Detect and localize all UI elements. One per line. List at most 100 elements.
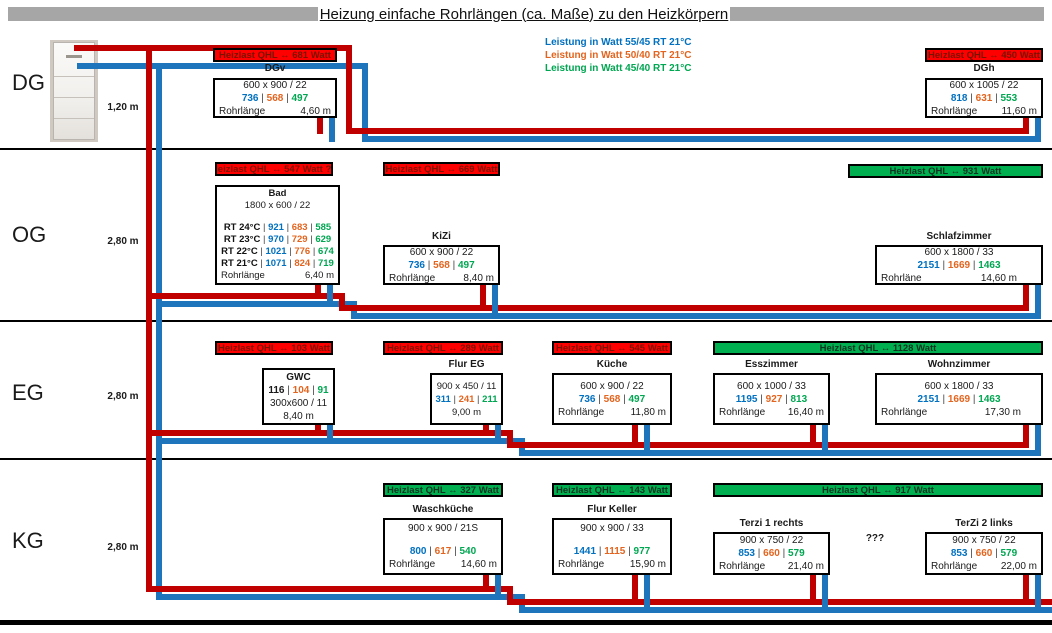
radiator-name-terzi1: Terzi 1 rechts bbox=[739, 518, 804, 529]
return-pipe-og-2 bbox=[351, 313, 1041, 319]
radiator-size: 600 x 1000 / 33 bbox=[737, 380, 806, 392]
supply-stub-flur-keller bbox=[632, 575, 638, 605]
legend-item-5545: Leistung in Watt 55/45 RT 21°C bbox=[545, 37, 692, 48]
radiator-watts: 736568497 bbox=[215, 92, 335, 105]
return-pipe-boiler bbox=[77, 63, 368, 69]
rt-row-21: RT 21°C1071824719 bbox=[217, 258, 338, 270]
radiator-name-kizi: KiZi bbox=[432, 231, 451, 242]
watt-4540: 674 bbox=[310, 246, 334, 257]
watt-5040: 568 bbox=[259, 93, 284, 104]
pipe-length-label: Rohrlänge bbox=[389, 272, 436, 284]
radiator-size: 900 x 900 / 21S bbox=[407, 523, 479, 534]
heizlast-badge-flur-keller: Heizlast QHL ↔ 143 Watt bbox=[552, 483, 672, 497]
watt-5040: 824 bbox=[287, 258, 311, 269]
boiler-seam bbox=[54, 96, 94, 98]
spacer bbox=[554, 535, 670, 545]
floor-separator-dg-og bbox=[0, 148, 1052, 150]
radiator-watts: 853660579 bbox=[927, 547, 1041, 560]
return-pipe-og-1 bbox=[156, 301, 357, 307]
watt-5545: 736 bbox=[408, 259, 425, 271]
watt-4540: 91 bbox=[309, 385, 328, 396]
watt-5040: 1669 bbox=[940, 260, 970, 271]
pipe-length-value: 17,30 m bbox=[984, 406, 1021, 418]
pipe-length-value: 14,60 m bbox=[980, 272, 1017, 284]
supply-step-kg bbox=[507, 586, 513, 605]
supply-pipe-og-1 bbox=[146, 293, 345, 299]
supply-pipe-dg-drop bbox=[346, 45, 352, 134]
radiator-name-kueche: Küche bbox=[596, 359, 628, 370]
return-stub-kueche bbox=[644, 425, 650, 456]
supply-stub-kueche bbox=[632, 425, 638, 448]
radiator-size: 600 x 900 / 22 bbox=[580, 380, 644, 392]
supply-stub-wohnzimmer bbox=[1023, 425, 1029, 448]
radiator-box-waschkueche: 900 x 900 / 21S 800617540 Rohrlänge14,60… bbox=[383, 518, 503, 575]
watt-5545: 1021 bbox=[258, 246, 287, 257]
watt-4540: 579 bbox=[992, 548, 1017, 559]
pipe-length-label: Rohrlänge bbox=[389, 559, 436, 570]
return-stub-dgh bbox=[1035, 118, 1041, 142]
radiator-size: 600 x 1800 / 33 bbox=[924, 246, 994, 258]
watt-5040: 568 bbox=[425, 260, 450, 271]
watt-4540: 585 bbox=[308, 222, 332, 233]
watt-4540: 211 bbox=[474, 394, 497, 405]
floor-label-og: OG bbox=[12, 222, 47, 247]
pipe-length-value: 9,00 m bbox=[451, 406, 482, 418]
boiler-seam bbox=[54, 75, 94, 77]
supply-stub-dgv bbox=[317, 118, 323, 134]
radiator-size: 900 x 900 / 33 bbox=[580, 523, 644, 534]
radiator-box-flur-eg: 900 x 450 / 11 311241211 9,00 m bbox=[430, 373, 503, 425]
radiator-box-kueche: 600 x 900 / 22 736568497 Rohrlänge11,80 … bbox=[552, 373, 672, 425]
floor-separator-og-eg bbox=[0, 320, 1052, 322]
radiator-name-terzi2: TerZi 2 links bbox=[955, 518, 1013, 529]
pipe-length-value: 15,90 m bbox=[629, 559, 666, 570]
heizlast-badge-dgv: Heizlast QHL ↔ 681 Watt bbox=[213, 48, 337, 62]
radiator-box-terzi1: 900 x 750 / 22 853660579 Rohrlänge21,40 … bbox=[713, 532, 830, 575]
return-stub-terzi2 bbox=[1035, 575, 1041, 613]
radiator-size: 300x600 / 11 bbox=[269, 397, 328, 409]
radiator-watts: 215116691463 bbox=[877, 393, 1041, 406]
watt-4540: 1463 bbox=[970, 394, 1000, 405]
pipe-length-label: Rohrlänge bbox=[558, 406, 605, 418]
radiator-size: 600 x 1005 / 22 bbox=[949, 79, 1019, 91]
radiator-watts: 215116691463 bbox=[877, 259, 1041, 272]
page-title: Heizung einfache Rohrlängen (ca. Maße) z… bbox=[319, 5, 729, 23]
pipe-length-label: Rohrlänge bbox=[219, 105, 266, 117]
watt-5040: 241 bbox=[451, 394, 475, 405]
watt-4540: 553 bbox=[992, 93, 1017, 104]
watt-4540: 579 bbox=[780, 548, 805, 559]
watt-5545: 311 bbox=[435, 393, 451, 405]
watt-5545: 921 bbox=[260, 222, 284, 233]
pipe-length-value: 8,40 m bbox=[283, 410, 314, 422]
rt-label: RT 21°C bbox=[221, 258, 258, 269]
pipe-length-value: 6,40 m bbox=[304, 270, 334, 281]
heizlast-badge-kizi: Heizlast QHL ↔ 669 Watt bbox=[383, 162, 500, 176]
radiator-box-schlafzimmer: 600 x 1800 / 33 215116691463 Rohrläne14,… bbox=[875, 245, 1043, 285]
watt-4540: 813 bbox=[782, 394, 807, 405]
pipe-length-value: 21,40 m bbox=[787, 561, 824, 572]
heizlast-badge-waschkueche: Heizlast QHL ↔ 327 Watt bbox=[383, 483, 503, 497]
supply-stub-flur-eg bbox=[483, 425, 489, 436]
heizlast-badge-esszimmer-wohnzimmer: Heizlast QHL ↔ 1128 Watt bbox=[713, 341, 1043, 355]
supply-riser bbox=[146, 45, 152, 592]
watt-5545: 853 bbox=[738, 548, 755, 559]
radiator-watts: 11610491 bbox=[264, 384, 333, 397]
watt-5040: 617 bbox=[427, 546, 452, 557]
return-stub-flur-keller bbox=[644, 575, 650, 613]
radiator-box-bad: Bad 1800 x 600 / 22 RT 24°C921683585 RT … bbox=[215, 185, 340, 285]
watt-5040: 776 bbox=[287, 246, 311, 257]
return-stub-kizi bbox=[492, 285, 498, 319]
radiator-name-schlafzimmer: Schlafzimmer bbox=[926, 231, 992, 242]
return-pipe-dg-drop bbox=[362, 63, 368, 142]
boiler-seam bbox=[54, 117, 94, 119]
watt-5545: 1441 bbox=[573, 546, 597, 557]
supply-step-og bbox=[339, 293, 345, 311]
unknown-note: ??? bbox=[865, 533, 885, 544]
watt-5040: 104 bbox=[285, 385, 310, 396]
